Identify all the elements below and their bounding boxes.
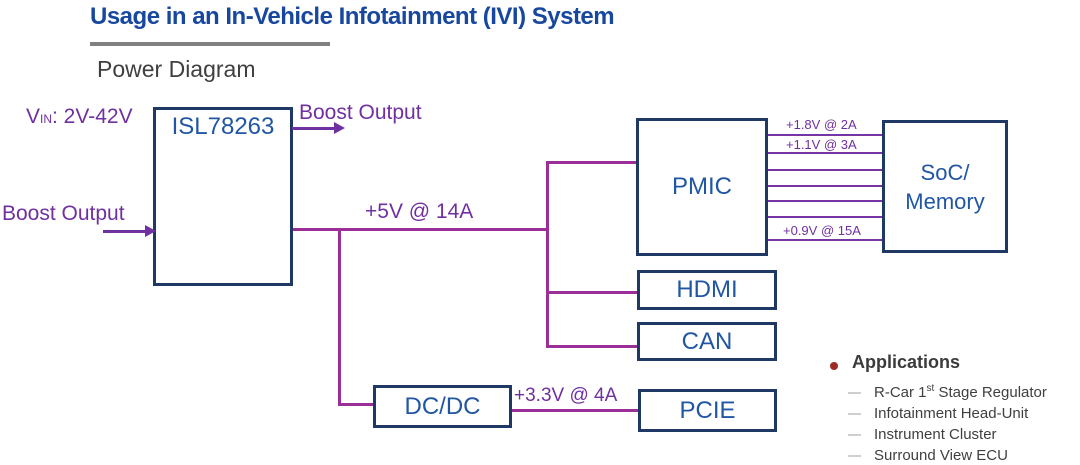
- block-soc-label-line2: Memory: [905, 188, 985, 214]
- title-underline: [90, 42, 330, 46]
- wire-pmic-feed: [546, 161, 637, 164]
- rail-label-1v8: +1.8V @ 2A: [786, 117, 857, 132]
- boost-output-left-arrowhead-icon: [145, 225, 156, 237]
- application-text: R-Car 1st Stage Regulator: [874, 383, 1047, 401]
- wire-5v-horizontal: [293, 228, 548, 231]
- wire-dcdc-branch-vertical: [338, 228, 341, 406]
- block-hdmi: HDMI: [637, 270, 777, 310]
- page-title: Usage in an In-Vehicle Infotainment (IVI…: [90, 3, 615, 30]
- boost-output-left-arrow: [103, 230, 147, 233]
- pmic-soc-rail-2: [768, 152, 882, 154]
- wire-hdmi-feed: [546, 291, 638, 294]
- block-pmic-label: PMIC: [672, 173, 732, 200]
- application-text: Infotainment Head-Unit: [874, 405, 1029, 422]
- boost-output-top-label: Boost Output: [299, 101, 422, 124]
- application-dash-icon: [848, 391, 861, 394]
- application-dash-icon: [848, 412, 861, 415]
- application-item-surround-view: Surround View ECU: [848, 446, 1008, 465]
- block-isl78263: ISL78263: [153, 107, 293, 286]
- pmic-soc-rail-6: [768, 216, 882, 218]
- wire-hub-vertical: [546, 161, 549, 348]
- rail-label-0v9: +0.9V @ 15A: [783, 223, 861, 238]
- block-soc-label-line1: SoC/: [920, 159, 970, 185]
- application-text: Instrument Cluster: [874, 426, 997, 443]
- diagram-subtitle: Power Diagram: [97, 56, 256, 82]
- boost-output-top-arrowhead-icon: [334, 122, 345, 134]
- block-pmic: PMIC: [636, 118, 768, 256]
- block-pcie-label: PCIE: [679, 396, 736, 424]
- wire-pcie-rail: [512, 409, 638, 412]
- block-can: CAN: [637, 322, 777, 361]
- application-text: Surround View ECU: [874, 447, 1008, 464]
- application-item-infotainment: Infotainment Head-Unit: [848, 404, 1028, 423]
- application-dash-icon: [848, 433, 861, 436]
- application-item-rcar: R-Car 1st Stage Regulator: [848, 383, 1047, 402]
- pmic-soc-rail-4: [768, 185, 882, 187]
- applications-title: Applications: [852, 352, 961, 372]
- boost-output-left-label: Boost Output: [2, 202, 125, 225]
- pmic-soc-rail-5: [768, 200, 882, 202]
- wire-dcdc-branch-horizontal: [338, 403, 374, 406]
- pmic-soc-rail-3: [768, 169, 882, 171]
- vin-prefix: V: [26, 105, 41, 128]
- block-dcdc: DC/DC: [373, 385, 512, 428]
- block-hdmi-label: HDMI: [676, 276, 738, 303]
- block-can-label: CAN: [681, 327, 733, 355]
- vin-subscript: IN: [40, 112, 53, 126]
- pmic-soc-rail-7: [768, 239, 882, 241]
- vin-range: : 2V-42V: [52, 105, 133, 128]
- wire-can-feed: [546, 345, 638, 348]
- vin-label: VIN: 2V-42V: [26, 105, 133, 129]
- application-dash-icon: [848, 454, 861, 457]
- rail-5v-label: +5V @ 14A: [365, 200, 474, 223]
- rail-3v3-label: +3.3V @ 4A: [514, 385, 618, 406]
- applications-bullet-icon: [830, 362, 838, 370]
- block-soc-memory: SoC/ Memory: [882, 120, 1008, 253]
- block-dcdc-label: DC/DC: [404, 392, 481, 420]
- pmic-soc-rail-1: [768, 134, 882, 136]
- boost-output-top-arrow: [292, 127, 336, 130]
- application-item-instrument-cluster: Instrument Cluster: [848, 425, 997, 444]
- block-pcie: PCIE: [638, 389, 777, 432]
- rail-label-1v1: +1.1V @ 3A: [786, 137, 857, 152]
- block-isl78263-label: ISL78263: [171, 113, 275, 140]
